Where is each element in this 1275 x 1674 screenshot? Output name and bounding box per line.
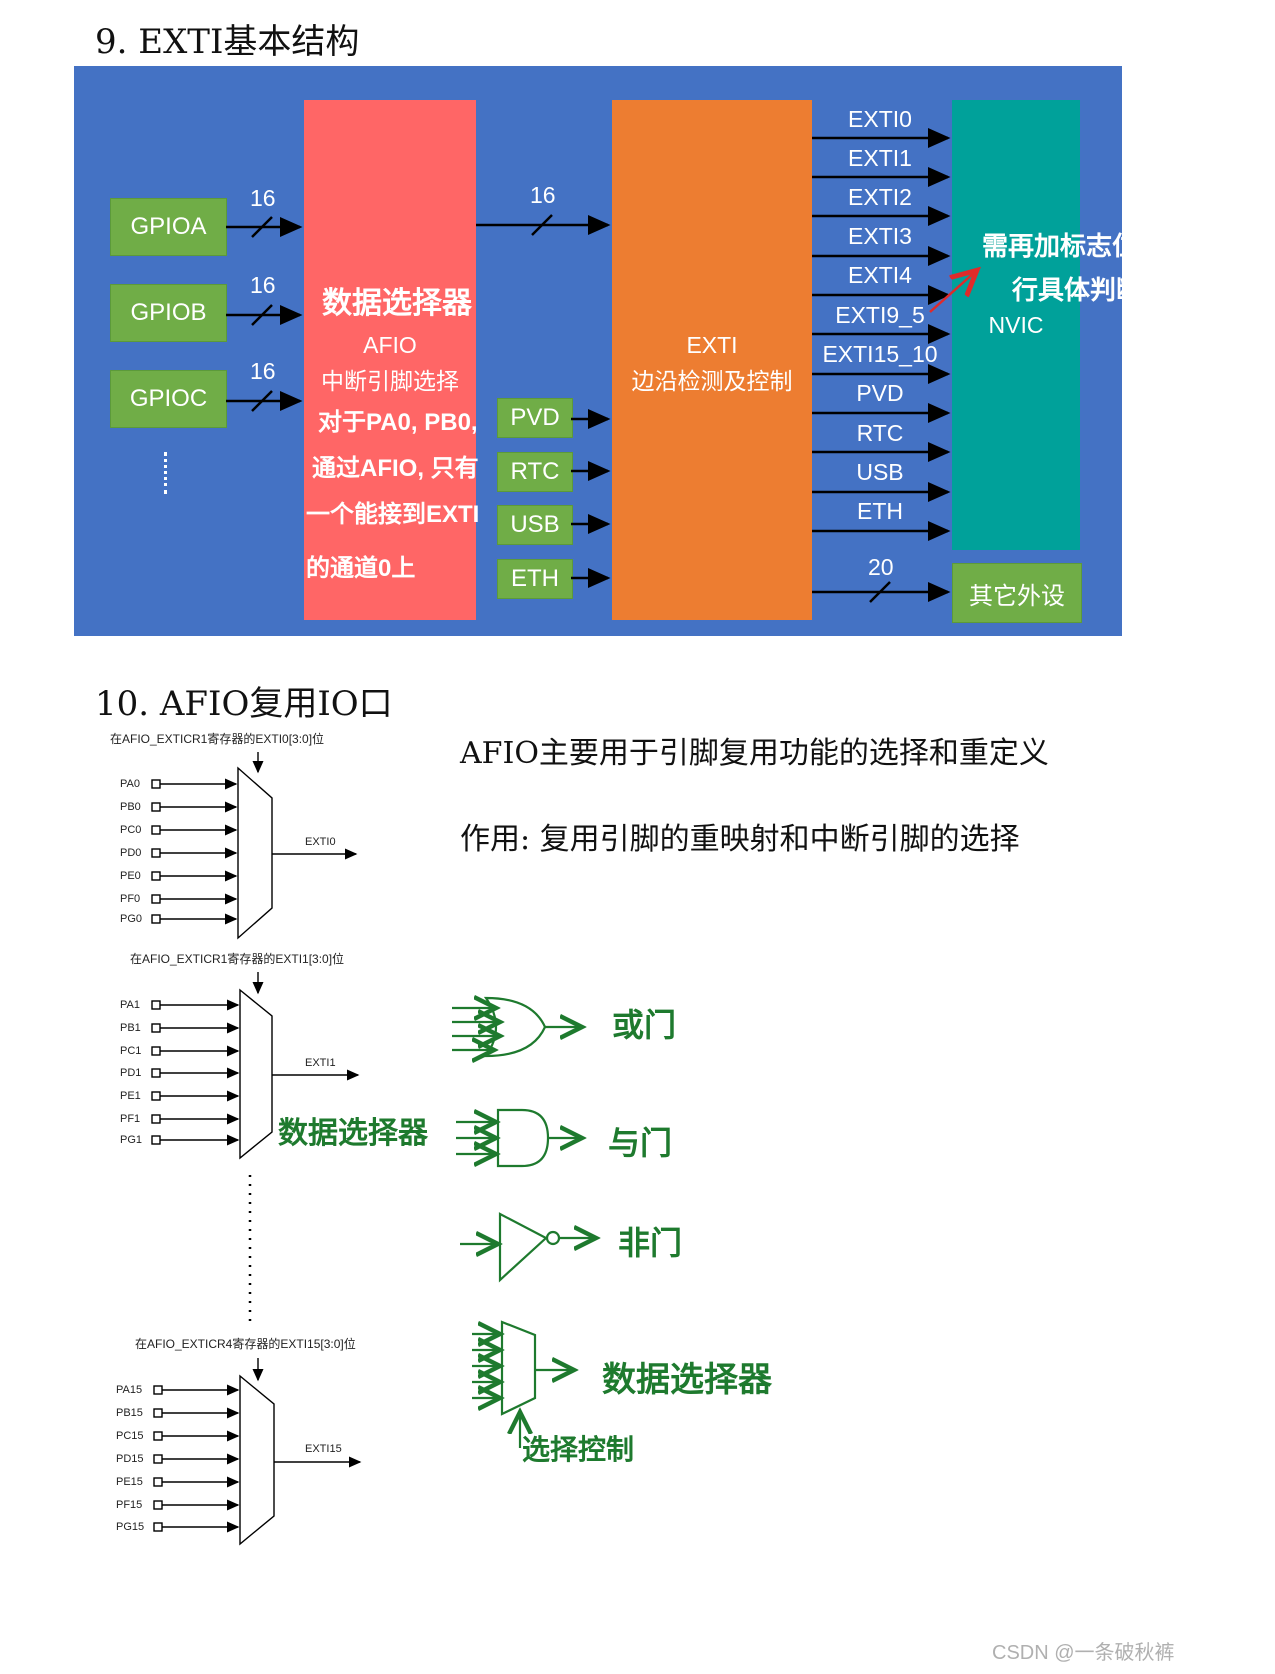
- afio-title: AFIO: [363, 332, 417, 358]
- mux0-caption: 在AFIO_EXTICR1寄存器的EXTI0[3:0]位: [110, 732, 325, 746]
- afio-note-line-1: 对于PA0, PB0,: [318, 409, 478, 436]
- mux0-pin-3: PD0: [120, 847, 142, 859]
- section10-title: 10. AFIO复用IO口: [95, 684, 393, 724]
- mux1-pin-4: PE1: [120, 1090, 141, 1102]
- exti-out-4: EXTI4: [848, 262, 912, 288]
- nvic-block: [952, 100, 1080, 550]
- mux2-output: EXTI15: [305, 1443, 342, 1455]
- select-control-label: 选择控制: [522, 1433, 635, 1466]
- periph-box-rtc: RTC: [497, 452, 573, 492]
- mux1-caption: 在AFIO_EXTICR1寄存器的EXTI1[3:0]位: [130, 952, 345, 966]
- periph-box-pvd: PVD: [497, 398, 573, 438]
- afio-note-title: 数据选择器: [322, 287, 472, 320]
- exti-out-3: EXTI3: [848, 223, 912, 249]
- afio-description-line-1: AFIO主要用于引脚复用功能的选择和重定义: [460, 736, 1049, 771]
- mux0-output: EXTI0: [305, 836, 336, 848]
- section9-title: 9. EXTI基本结构: [95, 22, 360, 62]
- mux2-pin-6: PG15: [116, 1521, 145, 1533]
- exti-out-0: EXTI0: [848, 106, 912, 132]
- mux0-pin-6: PG0: [120, 913, 143, 925]
- mux0-pin-1: PB0: [120, 801, 141, 813]
- mux1-pin-2: PC1: [120, 1045, 142, 1057]
- exti-out-5: EXTI9_5: [835, 302, 925, 328]
- exti-out-7: PVD: [856, 380, 904, 406]
- gpio-box-a: GPIOA: [110, 198, 227, 256]
- mux0-pin-0: PA0: [120, 778, 140, 790]
- mux2-caption: 在AFIO_EXTICR4寄存器的EXTI15[3:0]位: [135, 1337, 356, 1351]
- watermark: CSDN @一条破秋裤: [992, 1642, 1175, 1664]
- nvic-note-line-1: 需再加标志位进: [982, 231, 1165, 261]
- mux1-pin-5: PF1: [120, 1113, 141, 1125]
- not-gate-label: 非门: [618, 1224, 683, 1262]
- mux0-pin-4: PE0: [120, 870, 141, 882]
- afio-note-line-3: 一个能接到EXTI: [306, 501, 480, 528]
- exti-out-2: EXTI2: [848, 184, 912, 210]
- or-gate-label: 或门: [612, 1006, 677, 1044]
- afio-note-line-4: 的通道0上: [306, 555, 416, 582]
- exti-out-1: EXTI1: [848, 145, 912, 171]
- other-bus-width: 20: [868, 554, 894, 580]
- mux0-pin-2: PC0: [120, 824, 142, 836]
- afio-description-line-2: 作用: 复用引脚的重映射和中断引脚的选择: [460, 822, 1020, 857]
- mux2-pin-4: PE15: [116, 1476, 143, 1488]
- nvic-note-line-2: 行具体判断: [1012, 275, 1143, 305]
- afio-subtitle: 中断引脚选择: [321, 368, 459, 394]
- gpio-box-b: GPIOB: [110, 284, 227, 342]
- afio-note-line-2: 通过AFIO, 只有: [312, 455, 479, 482]
- exti-subtitle: 边沿检测及控制: [631, 368, 793, 394]
- exti-diagram-panel: [74, 66, 1122, 636]
- periph-box-usb: USB: [497, 505, 573, 545]
- exti-out-6: EXTI15_10: [822, 341, 938, 367]
- gpio-bus-width-a: 16: [250, 185, 276, 211]
- mux-gate-label: 数据选择器: [602, 1360, 772, 1400]
- mux-note: 数据选择器: [278, 1116, 428, 1151]
- exti-title: EXTI: [686, 332, 738, 358]
- mux2-pin-0: PA15: [116, 1384, 143, 1396]
- mux1-output: EXTI1: [305, 1057, 336, 1069]
- exti-block: [612, 100, 812, 620]
- mux2-pin-3: PD15: [116, 1453, 144, 1465]
- mux1-pin-3: PD1: [120, 1067, 142, 1079]
- gpio-bus-width-c: 16: [250, 358, 276, 384]
- gpio-bus-width-b: 16: [250, 272, 276, 298]
- afio-block: [304, 100, 476, 620]
- gpio-more-dots: [164, 452, 171, 494]
- exti-out-10: ETH: [857, 498, 903, 524]
- gpio-box-c: GPIOC: [110, 370, 227, 428]
- mux1-pin-6: PG1: [120, 1134, 143, 1146]
- mux0-pin-5: PF0: [120, 893, 141, 905]
- nvic-label: NVIC: [988, 312, 1044, 338]
- periph-box-eth: ETH: [497, 559, 573, 599]
- exti-out-9: USB: [856, 459, 904, 485]
- afio-bus-width: 16: [530, 182, 556, 208]
- mux2-pin-1: PB15: [116, 1407, 143, 1419]
- mux1-pin-1: PB1: [120, 1022, 141, 1034]
- and-gate-label: 与门: [608, 1124, 673, 1162]
- exti-out-8: RTC: [856, 420, 904, 446]
- mux2-pin-2: PC15: [116, 1430, 144, 1442]
- mux1-pin-0: PA1: [120, 999, 140, 1011]
- other-peripherals-box: 其它外设: [952, 563, 1082, 623]
- mux2-pin-5: PF15: [116, 1499, 143, 1511]
